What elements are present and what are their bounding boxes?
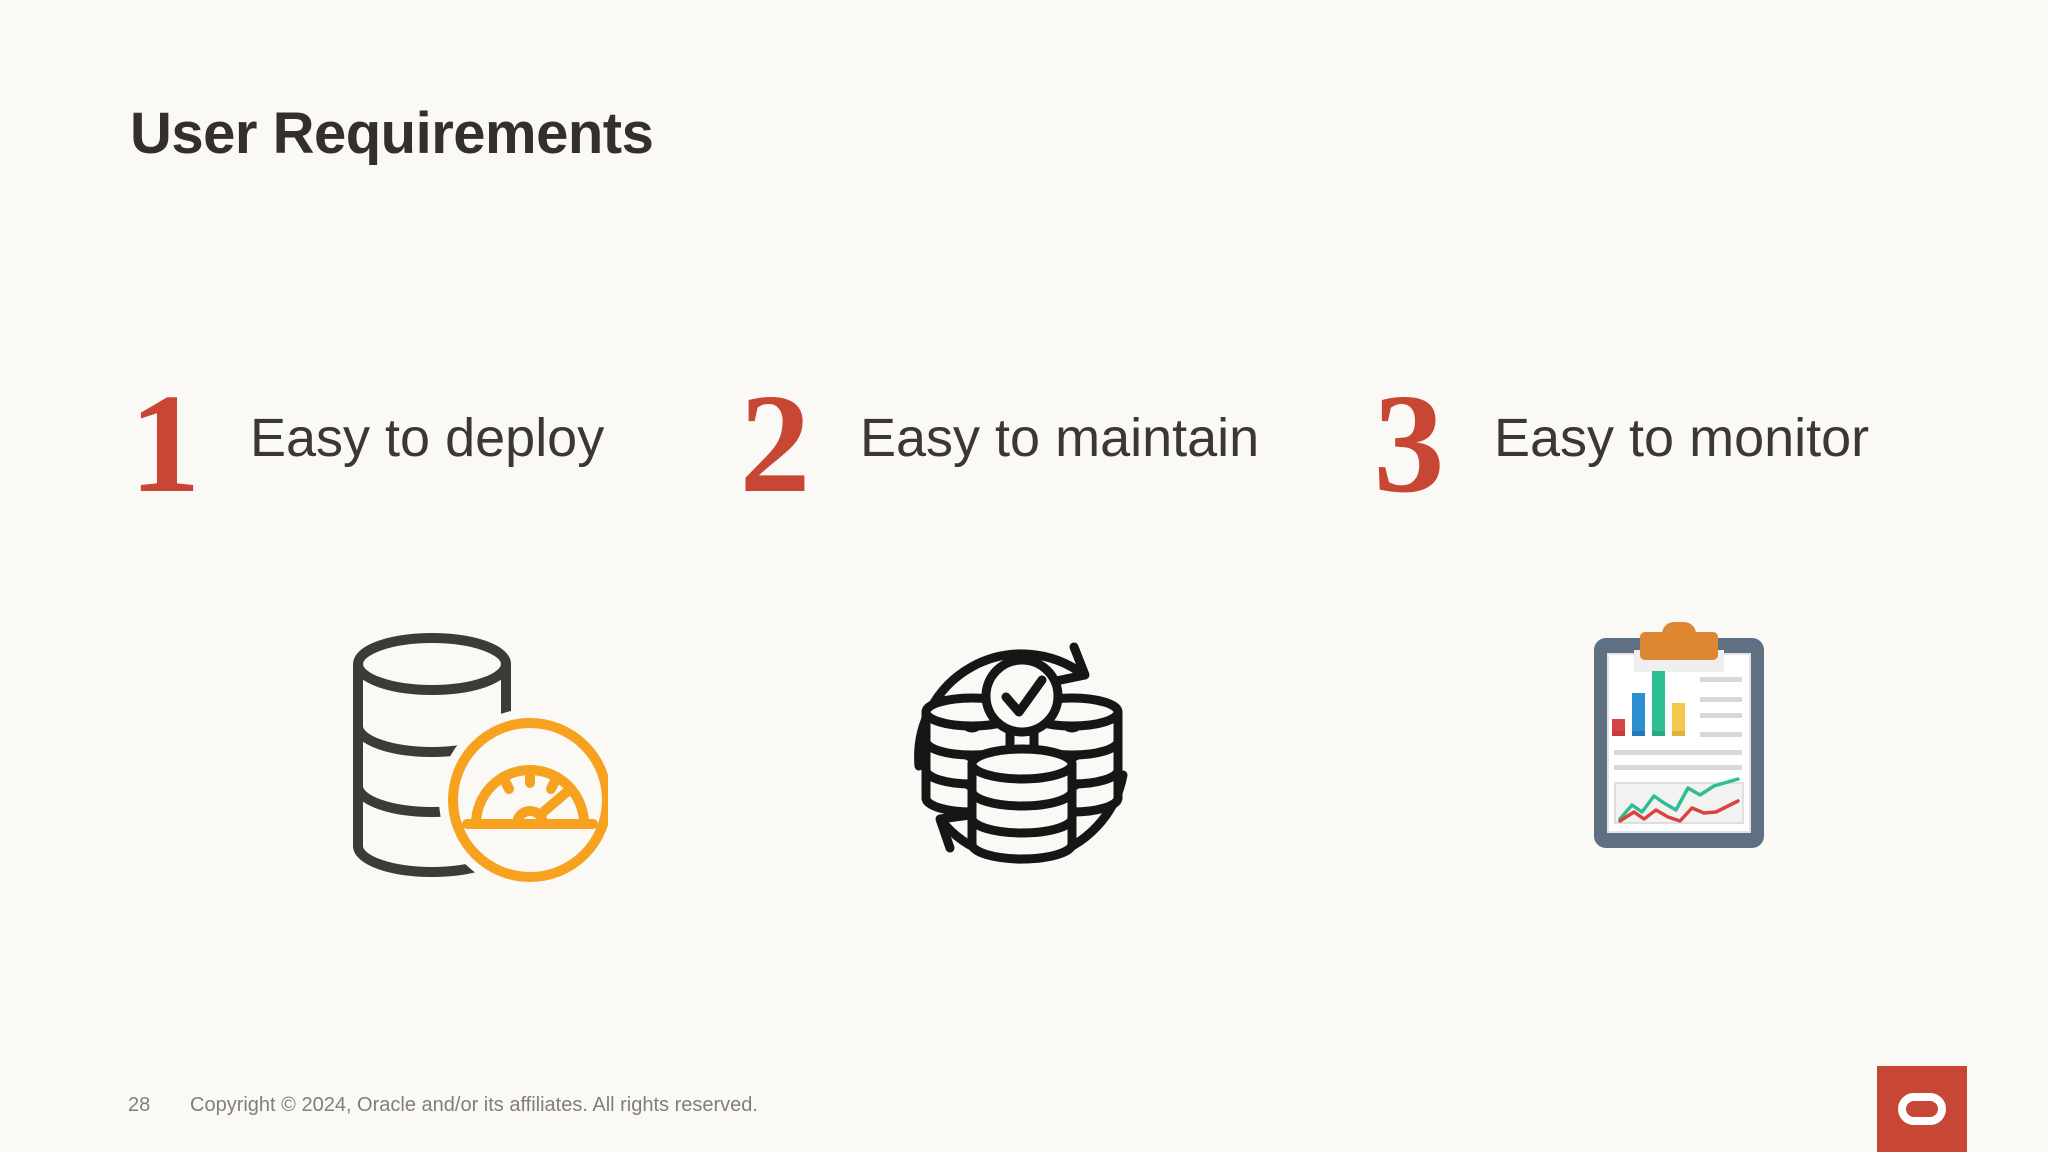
database-gauge-icon [353, 633, 608, 882]
clipboard-chart-icon [1594, 622, 1764, 848]
requirement-item-3: 3 Easy to monitor [1372, 372, 1870, 514]
requirement-label: Easy to monitor [1494, 408, 1870, 468]
requirement-label: Easy to maintain [860, 408, 1260, 468]
database-sync-check-icon [914, 642, 1128, 864]
requirement-item-2: 2 Easy to maintain [738, 372, 1260, 514]
requirement-number: 3 [1373, 364, 1445, 522]
page-title: User Requirements [130, 101, 654, 166]
requirement-number: 2 [739, 364, 811, 522]
oracle-o-icon [1898, 1093, 1946, 1125]
requirement-number: 1 [129, 364, 201, 522]
requirement-item-1: 1 Easy to deploy [128, 372, 605, 514]
page-number: 28 [128, 1094, 151, 1116]
requirement-label: Easy to deploy [250, 408, 605, 468]
oracle-logo [1877, 1066, 1967, 1152]
copyright-text: Copyright © 2024, Oracle and/or its affi… [190, 1094, 758, 1116]
